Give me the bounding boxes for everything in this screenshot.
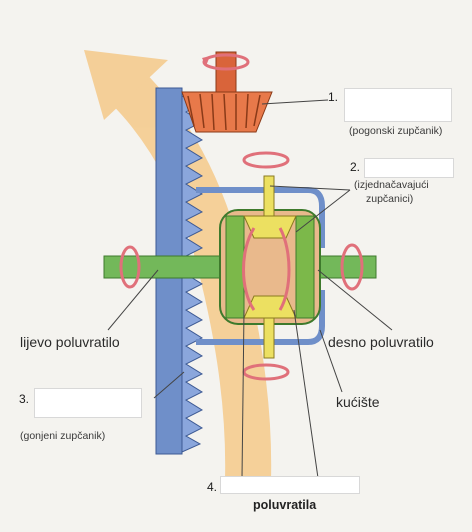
answer-box-3[interactable] (34, 388, 142, 418)
label-1-number: 1. (328, 90, 338, 104)
label-izjednacavajuci-line1: (izjednačavajući (354, 179, 429, 192)
label-4-number: 4. (207, 480, 217, 494)
label-kuciste: kućište (336, 394, 380, 410)
label-desno-poluvratilo: desno poluvratilo (328, 334, 434, 350)
label-poluvratila: poluvratila (253, 498, 316, 512)
label-gonjeni: (gonjeni zupčanik) (20, 430, 105, 443)
answer-box-2[interactable] (364, 158, 454, 178)
label-pogonski: (pogonski zupčanik) (349, 125, 442, 138)
label-izjednacavajuci-line2: zupčanici) (366, 193, 413, 206)
answer-box-1[interactable] (344, 88, 452, 122)
pinion-gear (182, 52, 272, 132)
label-3-number: 3. (19, 392, 29, 406)
label-2-number: 2. (350, 160, 360, 174)
answer-box-4[interactable] (220, 476, 360, 494)
label-lijevo-poluvratilo: lijevo poluvratilo (20, 334, 120, 350)
